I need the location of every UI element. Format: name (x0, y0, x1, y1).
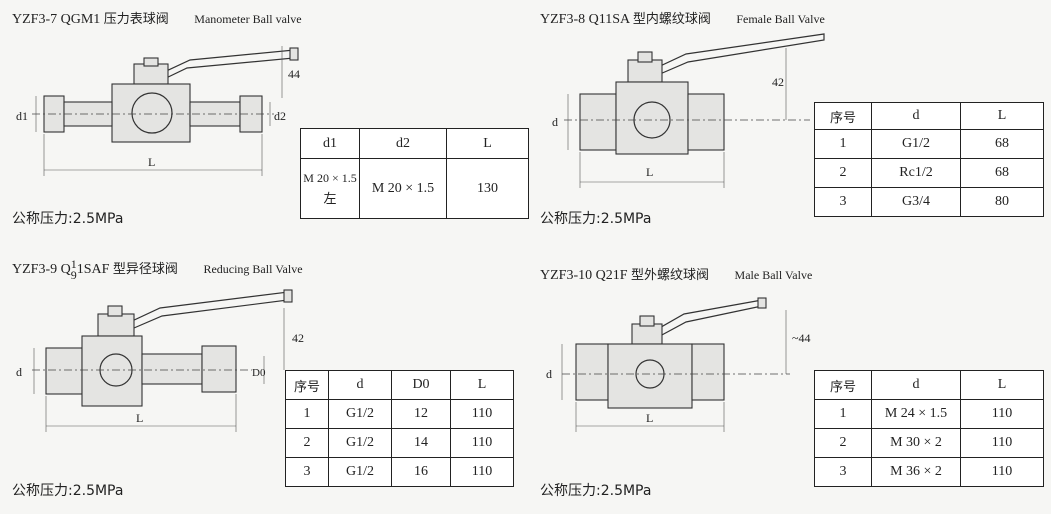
panel3-handle-grip (283, 289, 293, 303)
panel1-handle-grip (289, 47, 299, 61)
panel4-spec-table: 序号 d L 1 M 24 × 1.5 110 2 M 30 × 2 110 3… (814, 370, 1044, 487)
panel2-model: YZF3-8 Q11SA (540, 12, 630, 27)
table-row: 2 M 30 × 2 110 (814, 428, 1044, 458)
panel3-header-index: 序号 (285, 370, 329, 400)
panel3-model-prefix: YZF3-9 Q (12, 262, 71, 277)
panel3-name-cn: 型异径球阀 (112, 262, 178, 277)
panel2-stem-nut (627, 59, 663, 83)
panel1-header-d1: d1 (300, 128, 360, 159)
panel1-body (111, 83, 191, 143)
panel1-drawing: L d1 d2 44 (16, 46, 300, 176)
panel4-name-en: Male Ball Valve (734, 268, 813, 282)
panel4-dim-d: d (546, 367, 552, 381)
panel1-header-d2: d2 (359, 128, 447, 159)
panel2-title: YZF3-8 Q11SA 型内螺纹球阀 Female Ball Valve (540, 8, 825, 28)
panel2-dim-height: 42 (772, 75, 784, 89)
panel4-drawing: L d ~44 (546, 297, 811, 432)
panel2-dim-d: d (552, 115, 558, 129)
panel1-cell-L: 130 (446, 158, 529, 219)
panel1-spec-table: d1 d2 L M 20 × 1.5 左 M 20 × 1.5 130 (300, 128, 529, 219)
panel1-dim-d2: d2 (274, 109, 286, 123)
panel4-stem-nut (631, 323, 663, 345)
panel4-handle-grip (757, 297, 767, 309)
table-row: 3 G1/2 16 110 (285, 457, 514, 487)
panel3-handle (129, 291, 289, 329)
panel4-dim-height: ~44 (792, 331, 811, 345)
panel3-body (81, 335, 143, 407)
table-row: 3 G3/4 80 (814, 187, 1044, 217)
panel2-name-en: Female Ball Valve (736, 12, 825, 26)
panel1-title: YZF3-7 QGM1 压力表球阀 Manometer Ball valve (12, 8, 302, 28)
panel1-cell-d1: M 20 × 1.5 左 (300, 158, 360, 219)
panel2-left-end (579, 93, 617, 151)
panel1-name-en: Manometer Ball valve (194, 12, 302, 26)
panel1-dim-d1: d1 (16, 109, 28, 123)
panel2-drawing: L d 42 (552, 33, 825, 188)
panel2-stem-top (637, 51, 653, 63)
panel1-dim-L: L (148, 155, 155, 169)
panel1-ball (131, 92, 173, 134)
panel3-dim-L: L (136, 411, 143, 425)
panel3-left-end (45, 347, 83, 395)
panel2-header-index: 序号 (814, 102, 872, 130)
panel3-stem-nut (97, 313, 135, 337)
panel3-header-d: d (328, 370, 392, 400)
panel3-header-D0: D0 (391, 370, 451, 400)
table-row: 3 M 36 × 2 110 (814, 457, 1044, 487)
table-row: 2 Rc1/2 68 (814, 158, 1044, 188)
panel2-handle (655, 33, 825, 75)
panel2-spec-table: 序号 d L 1 G1/2 68 2 Rc1/2 68 3 G3/4 80 (814, 102, 1044, 217)
table-row: M 20 × 1.5 左 M 20 × 1.5 130 (300, 158, 529, 219)
panel3-dim-d: d (16, 365, 22, 379)
panel1-stem-nut (133, 63, 169, 85)
panel3-model-suffix: 1SAF (76, 262, 110, 277)
panel4-stem-top (639, 315, 655, 327)
panel1-header-L: L (446, 128, 529, 159)
panel3-dim-D0: D0 (252, 367, 266, 379)
panel2-name-cn: 型内螺纹球阀 (632, 12, 711, 27)
panel3-stem-top (107, 305, 123, 317)
panel2-header-d: d (871, 102, 961, 130)
panel2-body (615, 81, 689, 155)
panel1-dim-height: 44 (288, 67, 300, 81)
panel3-dim-height: 42 (292, 331, 304, 345)
panel3-pressure: 公称压力:2.5MPa (12, 483, 124, 499)
panel4-pressure: 公称压力:2.5MPa (540, 483, 652, 499)
panel3-name-en: Reducing Ball Valve (203, 262, 303, 276)
table-row: 1 G1/2 68 (814, 129, 1044, 159)
panel1-model: YZF3-7 QGM1 (12, 12, 101, 27)
panel3-spec-table: 序号 d D0 L 1 G1/2 12 110 2 G1/2 14 110 3 … (285, 370, 514, 487)
panel2-header-L: L (960, 102, 1044, 130)
panel4-title: YZF3-10 Q21F 型外螺纹球阀 Male Ball Valve (540, 264, 812, 284)
panel1-cell-d2: M 20 × 1.5 (359, 158, 447, 219)
panel2-pressure: 公称压力:2.5MPa (540, 211, 652, 227)
panel1-handle (159, 49, 295, 81)
panel4-right-thread (691, 343, 725, 401)
table-row: 1 G1/2 12 110 (285, 399, 514, 429)
panel4-dim-L: L (646, 411, 653, 425)
panel4-model: YZF3-10 Q21F (540, 268, 628, 283)
table-row: 1 M 24 × 1.5 110 (814, 399, 1044, 429)
table-row: 2 G1/2 14 110 (285, 428, 514, 458)
panel4-header-L: L (960, 370, 1044, 400)
panel3-reducer-pipe (141, 353, 203, 385)
panel1-stem-top (143, 57, 159, 67)
panel2-dim-L: L (646, 165, 653, 179)
panel1-pressure: 公称压力:2.5MPa (12, 211, 124, 227)
panel4-left-thread (575, 343, 609, 401)
panel4-body (607, 343, 693, 409)
panel3-header-L: L (450, 370, 514, 400)
panel1-name-cn: 压力表球阀 (103, 12, 169, 27)
panel3-drawing: L d D0 42 (16, 289, 304, 432)
panel4-name-cn: 型外螺纹球阀 (631, 268, 710, 283)
panel4-header-d: d (871, 370, 961, 400)
panel4-header-index: 序号 (814, 370, 872, 400)
panel2-right-end (687, 93, 725, 151)
panel4-handle (655, 299, 763, 337)
panel3-right-nut (201, 345, 237, 393)
